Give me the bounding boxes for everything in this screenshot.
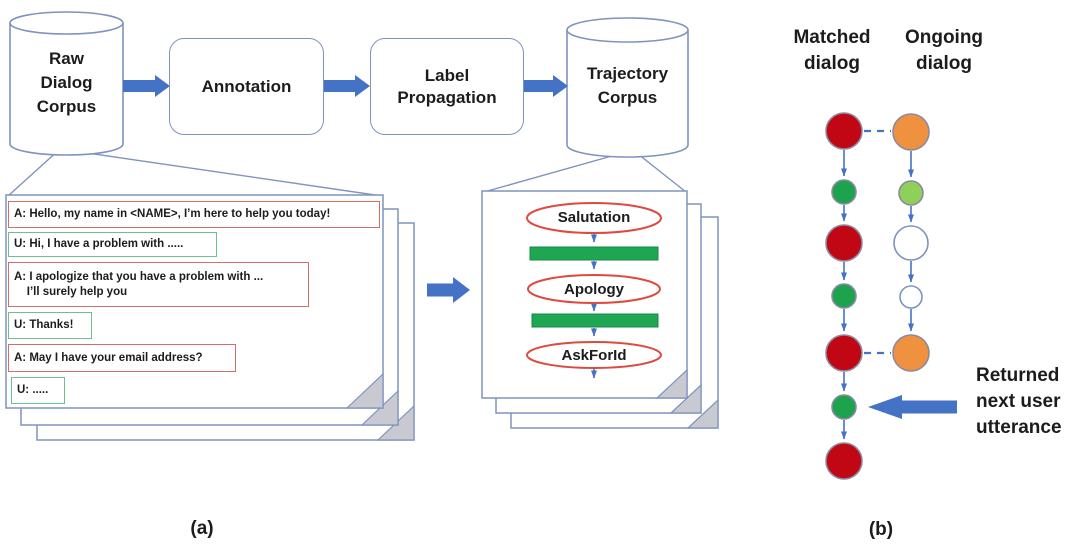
trajectory-step-askforid: AskForId xyxy=(561,347,627,364)
page-fold-icon xyxy=(686,398,719,429)
returned-utterance-arrow-icon xyxy=(868,395,957,419)
returned-utterance-label: Returned next user utterance xyxy=(976,365,1062,438)
arrow-right-icon xyxy=(324,75,370,97)
dialog-turn-node xyxy=(825,112,863,150)
dialog-turn-node xyxy=(831,283,857,309)
arrow-right-icon xyxy=(522,75,568,97)
step-ellipse xyxy=(526,341,662,369)
step-ellipse xyxy=(527,274,661,304)
dialog-turn-node xyxy=(899,285,923,309)
page-fold-icon xyxy=(345,372,384,409)
matched-dialog-chain xyxy=(825,112,863,480)
arrow-right-icon xyxy=(123,75,170,97)
pipeline-arrows xyxy=(123,75,568,97)
page-fold-icon xyxy=(655,368,688,399)
raw-dialog-corpus-label: Raw Dialog Corpus xyxy=(36,49,97,116)
annotation-box: Annotation xyxy=(169,38,324,135)
dialog-turn-agent: A: Hello, my name in <NAME>, I’m here to… xyxy=(8,201,380,228)
trajectory-steps-graphics xyxy=(526,202,662,379)
dialog-turn-node xyxy=(825,334,863,372)
trajectory-corpus-cylinder xyxy=(566,17,689,158)
dialog-turn-node xyxy=(825,442,863,480)
projection-lines-raw-corpus xyxy=(7,148,383,197)
dialog-turn-node xyxy=(831,179,857,205)
trajectory-step-apology: Apology xyxy=(564,281,624,298)
dialog-turn-agent: A: May I have your email address? xyxy=(8,344,236,372)
dialog-turn-node xyxy=(825,224,863,262)
dialog-turn-user: U: Hi, I have a problem with ..... xyxy=(8,232,217,257)
raw-dialog-corpus-cylinder xyxy=(9,11,124,156)
dialog-turn-node xyxy=(893,225,929,261)
ongoing-dialog-chain xyxy=(892,113,930,372)
trajectory-corpus-label: Trajectory Corpus xyxy=(586,64,669,107)
trajectory-step-salutation: Salutation xyxy=(557,209,631,226)
segment-bar xyxy=(529,246,659,261)
step-ellipse xyxy=(526,202,662,234)
ongoing-dialog-header: Ongoing dialog xyxy=(904,27,984,74)
caption-a: (a) xyxy=(190,518,214,539)
dialog-turn-node xyxy=(898,180,924,206)
dialog-turn-agent: A: I apologize that you have a problem w… xyxy=(8,262,309,307)
pages-to-trajectory-arrow-icon xyxy=(427,277,470,303)
dialog-turn-node xyxy=(831,394,857,420)
dialog-match-links xyxy=(864,129,891,355)
label-propagation-box: Label Propagation xyxy=(370,38,524,135)
segment-bar xyxy=(531,313,659,328)
dialog-turn-node xyxy=(892,113,930,151)
matched-dialog-header: Matched dialog xyxy=(793,27,871,74)
dialog-turn-user: U: Thanks! xyxy=(8,312,92,339)
dialog-turn-node xyxy=(892,334,930,372)
page-fold-icon xyxy=(669,383,702,414)
caption-b: (b) xyxy=(868,519,894,540)
dialog-turn-user: U: ..... xyxy=(11,377,65,404)
